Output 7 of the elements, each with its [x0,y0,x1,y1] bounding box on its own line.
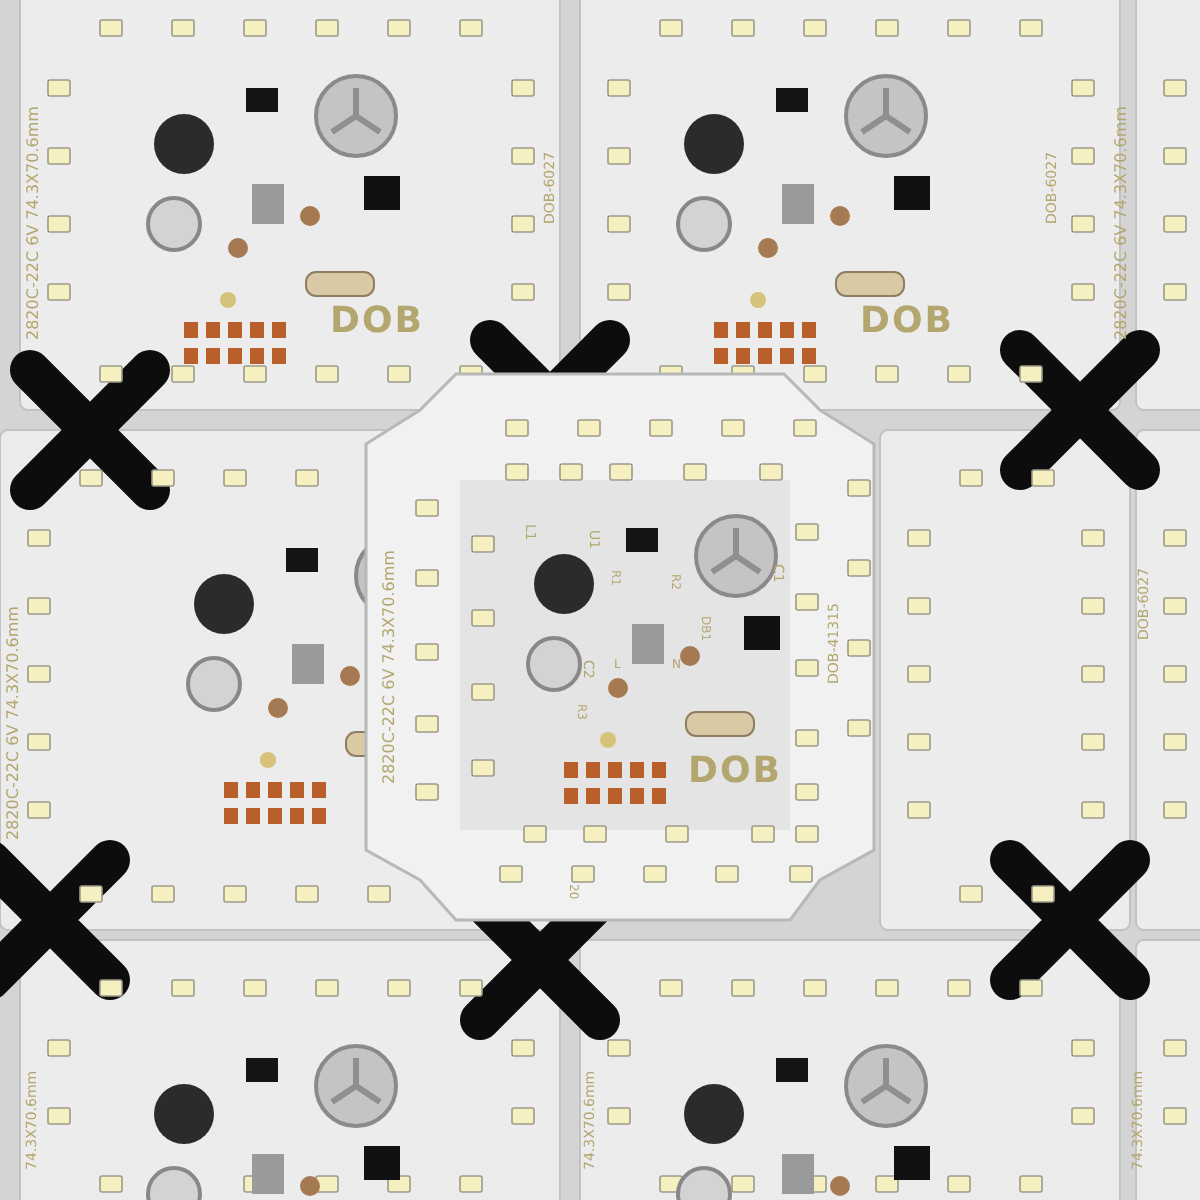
silkscreen-text: DOB [860,304,954,340]
silkscreen-text: DOB [330,304,424,340]
silkscreen-text: DOB [688,754,782,790]
silkscreen-text: 2820C-22C 6V 74.3X70.6mm [6,606,22,840]
silkscreen-text: 2820C-22C 6V 74.3X70.6mm [382,550,398,784]
silkscreen-text: 2820C-22C 6V 74.3X70.6mm [1114,106,1130,340]
silkscreen-text: 2820C-22C 6V 74.3X70.6mm [26,106,42,340]
